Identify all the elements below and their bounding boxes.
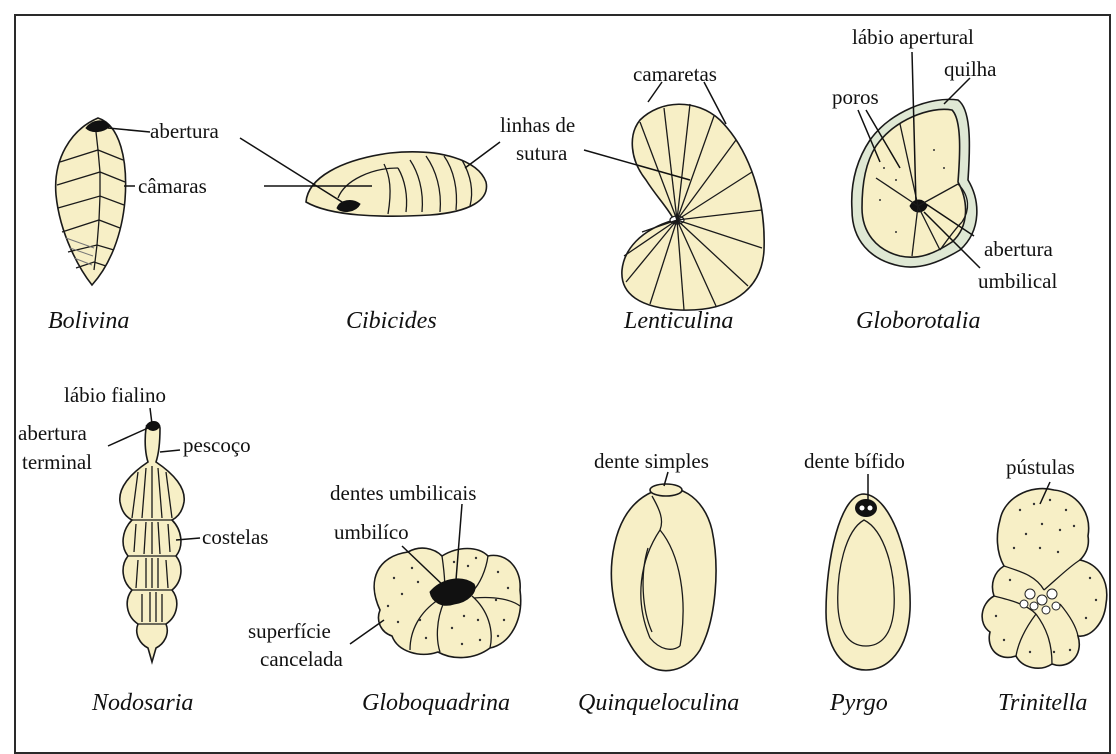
label-linhas-de: linhas de: [500, 113, 575, 137]
label-superficie: superfície: [248, 619, 331, 643]
species-name-trinitella: Trinitella: [998, 690, 1087, 716]
species-name-pyrgo: Pyrgo: [829, 690, 888, 716]
label-quilha: quilha: [944, 57, 997, 81]
label-umbilico: umbilíco: [334, 520, 409, 544]
quinqueloculina-illustration: [611, 484, 716, 671]
species-name-cibicides: Cibicides: [346, 308, 437, 334]
cibicides-illustration: [306, 152, 487, 216]
species-name-lenticulina: Lenticulina: [623, 308, 733, 334]
globoquadrina-illustration: [374, 548, 521, 657]
label-camaretas: camaretas: [633, 62, 717, 86]
label-sutura: sutura: [516, 141, 568, 165]
pyrgo-illustration: [826, 494, 910, 670]
label-labio-apertural: lábio apertural: [852, 25, 974, 49]
species-name-nodosaria: Nodosaria: [91, 690, 193, 716]
label-abertura: abertura: [150, 119, 219, 143]
label-labio-fialino: lábio fialino: [64, 383, 166, 407]
label-cancelada: cancelada: [260, 647, 343, 671]
species-name-globorotalia: Globorotalia: [856, 308, 980, 334]
lenticulina-illustration: [622, 104, 764, 310]
species-name-bolivina: Bolivina: [48, 308, 129, 334]
label-dente-simples: dente simples: [594, 449, 709, 473]
leader-line: [465, 142, 500, 168]
label-dente-bifido: dente bífido: [804, 449, 905, 473]
trinitella-illustration: [982, 489, 1107, 669]
label-abertura-terminal: terminal: [22, 450, 92, 474]
leader-line: [150, 408, 152, 424]
label-costelas: costelas: [202, 525, 268, 549]
label-camaras: câmaras: [138, 174, 207, 198]
bolivina-illustration: [56, 118, 126, 285]
leader-line: [108, 428, 148, 446]
label-umbilical: umbilical: [978, 269, 1057, 293]
label-dentes-umbilicais: dentes umbilicais: [330, 481, 476, 505]
nodosaria-illustration: [120, 422, 184, 663]
species-name-globoquadrina: Globoquadrina: [362, 690, 510, 716]
label-pescoco: pescoço: [183, 433, 251, 457]
leader-line: [350, 620, 384, 644]
label-abertura: abertura: [984, 237, 1053, 261]
label-abertura-terminal: abertura: [18, 421, 87, 445]
leader-line: [160, 450, 180, 452]
label-pustulas: pústulas: [1006, 455, 1075, 479]
label-poros: poros: [832, 85, 879, 109]
species-name-quinqueloculina: Quinqueloculina: [578, 690, 739, 716]
